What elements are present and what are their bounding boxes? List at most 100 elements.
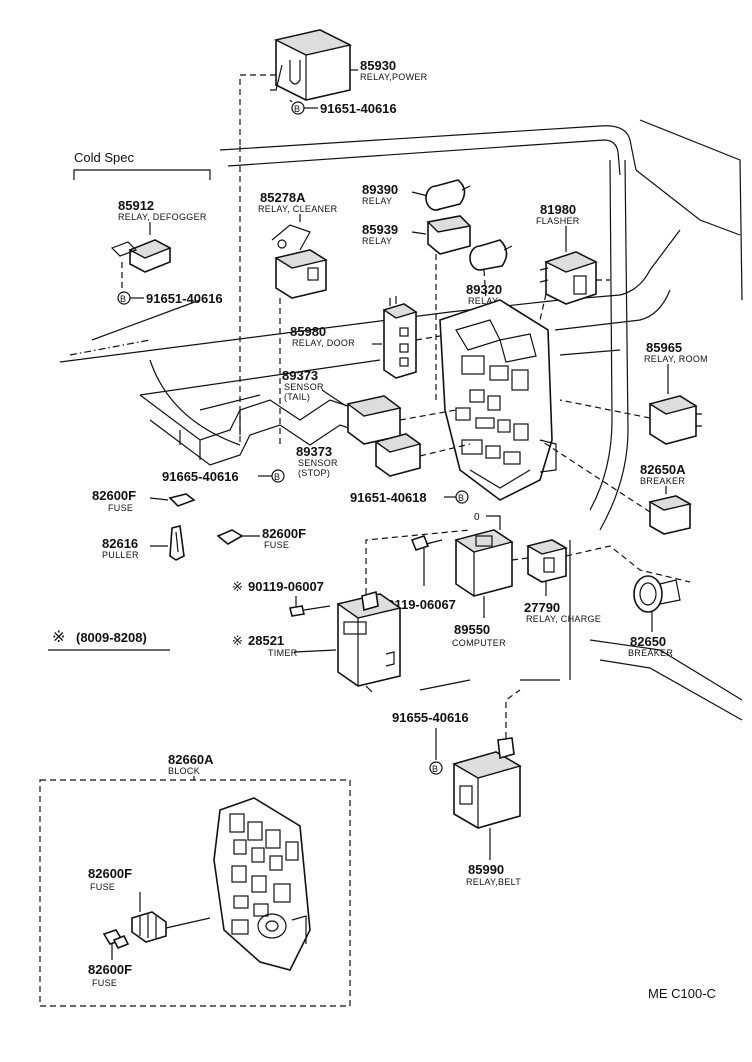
fuse-a-number: 82600F (92, 488, 136, 503)
svg-text:B: B (294, 104, 300, 114)
relay-room: 85965 RELAY, ROOM (559, 340, 708, 445)
fuse-d: 82600F FUSE (88, 929, 132, 988)
sensor-tail-number: 89373 (282, 368, 318, 383)
relay-cleaner: 85278A RELAY, CLEANER (258, 190, 338, 445)
relay-85939: 85939 RELAY (362, 215, 472, 400)
relay-power: 85930 RELAY,POWER (270, 29, 428, 101)
relay-89390: 89390 RELAY (362, 179, 471, 211)
relay-defogger-name: RELAY, DEFOGGER (118, 212, 207, 222)
floor-bracket (139, 394, 371, 466)
svg-text:B: B (458, 493, 464, 503)
breaker-82650A: 82650A BREAKER (539, 439, 692, 535)
bolt-91651-lower-number: 91651-40618 (350, 490, 427, 505)
relay-cleaner-number: 85278A (260, 190, 306, 205)
computer-zero: 0 (474, 512, 480, 523)
relay-belt: 85990 RELAY,BELT (452, 689, 522, 887)
bolt-power-number: 91651-40616 (320, 101, 397, 116)
timer-number: 28521 (248, 633, 284, 648)
svg-text:B: B (274, 472, 280, 482)
sensor-stop-name: SENSOR (298, 458, 338, 468)
bolt-91665-upper-number: 91665-40616 (162, 469, 239, 484)
timer: ※ 28521 TIMER (232, 529, 471, 693)
breaker-82650: 82650 BREAKER (628, 575, 681, 658)
relay-charge-name: RELAY, CHARGE (526, 614, 601, 624)
relay-door-name: RELAY, DOOR (292, 338, 355, 348)
fuse-d-name: FUSE (92, 978, 117, 988)
serial-range-note: ※ (8009-8208) (48, 629, 170, 651)
bolt-defogger: B 91651-40616 (117, 291, 223, 306)
fuse-block-assembly (213, 797, 311, 971)
computer: 0 89550 COMPUTER (452, 512, 514, 648)
relay-door-number: 85980 (290, 324, 326, 339)
relay-89320: 89320 RELAY (466, 239, 513, 306)
relay-belt-name: RELAY,BELT (466, 877, 521, 887)
fuse-b: 82600F FUSE (216, 526, 306, 550)
bolt-90119-06007-mark: ※ (232, 579, 243, 594)
sensor-stop-number: 89373 (296, 444, 332, 459)
relay-charge: 27790 RELAY, CHARGE (524, 539, 691, 624)
block-name: BLOCK (168, 766, 200, 776)
bolt-defogger-number: 91651-40616 (146, 291, 223, 306)
junction-block (439, 299, 557, 501)
relay-85939-number: 85939 (362, 222, 398, 237)
puller-name: PULLER (102, 550, 139, 560)
computer-name: COMPUTER (452, 638, 506, 648)
sensor-tail: 89373 SENSOR (TAIL) (282, 368, 402, 445)
bolt-90119-06067: 90119-06067 (380, 535, 456, 612)
sensor-tail-name: SENSOR (284, 382, 324, 392)
fuse-b-number: 82600F (262, 526, 306, 541)
relay-89320-number: 89320 (466, 282, 502, 297)
breaker-82650-name: BREAKER (628, 648, 673, 658)
bolt-91651-lower: 91651-40618 B (350, 490, 469, 505)
fuse-c-number: 82600F (88, 866, 132, 881)
relay-power-number: 85930 (360, 58, 396, 73)
sensor-stop-location: (STOP) (298, 468, 330, 478)
relay-room-number: 85965 (646, 340, 682, 355)
cold-spec-label: Cold Spec (74, 150, 134, 165)
leader-lines (399, 269, 610, 561)
dash-panel-outline (59, 119, 743, 721)
leader-power (239, 74, 276, 146)
serial-range-text: (8009-8208) (76, 630, 147, 645)
fuse-b-name: FUSE (264, 540, 289, 550)
relay-89390-number: 89390 (362, 182, 398, 197)
timer-mark: ※ (232, 633, 243, 648)
bolt-91655-lower: 91655-40616 B (392, 710, 469, 775)
relay-power-name: RELAY,POWER (360, 72, 428, 82)
illustration-code: ME C100-C (648, 986, 716, 1001)
bolt-91665-upper: 91665-40616 B (162, 469, 285, 484)
flasher: 81980 FLASHER (536, 202, 598, 305)
relay-charge-number: 27790 (524, 600, 560, 615)
fuse-a-name: FUSE (108, 503, 133, 513)
block-group: 82660A BLOCK 82600F FUSE (39, 752, 351, 1007)
relay-85939-name: RELAY (362, 236, 392, 246)
bolt-90119-06007-number: 90119-06007 (248, 579, 324, 594)
timer-name: TIMER (268, 648, 298, 658)
sensor-stop: 89373 SENSOR (STOP) (296, 433, 422, 478)
relay-cleaner-name: RELAY, CLEANER (258, 204, 338, 214)
bolt-power: B 91651-40616 (289, 99, 397, 116)
bolt-91655-lower-number: 91655-40616 (392, 710, 469, 725)
relay-belt-number: 85990 (468, 862, 504, 877)
bolt-90119-06007: ※ 90119-06007 (232, 579, 331, 617)
svg-text:B: B (432, 764, 438, 774)
relay-89390-name: RELAY (362, 196, 392, 206)
breaker-82650-number: 82650 (630, 634, 666, 649)
block-number: 82660A (168, 752, 214, 767)
puller-number: 82616 (102, 536, 138, 551)
sensor-tail-location: (TAIL) (284, 392, 310, 402)
flasher-number: 81980 (540, 202, 576, 217)
computer-number: 89550 (454, 622, 490, 637)
fuse-c-name: FUSE (90, 882, 115, 892)
puller: 82616 PULLER (102, 525, 185, 561)
relay-89320-name: RELAY (468, 296, 498, 306)
serial-range-mark: ※ (52, 629, 65, 646)
fuse-d-number: 82600F (88, 962, 132, 977)
breaker-82650A-name: BREAKER (640, 476, 685, 486)
relay-door: 85980 RELAY, DOOR (290, 296, 418, 379)
breaker-82650A-number: 82650A (640, 462, 686, 477)
cold-spec-group: Cold Spec (73, 150, 211, 180)
relay-room-name: RELAY, ROOM (644, 354, 708, 364)
relay-defogger-number: 85912 (118, 198, 154, 213)
